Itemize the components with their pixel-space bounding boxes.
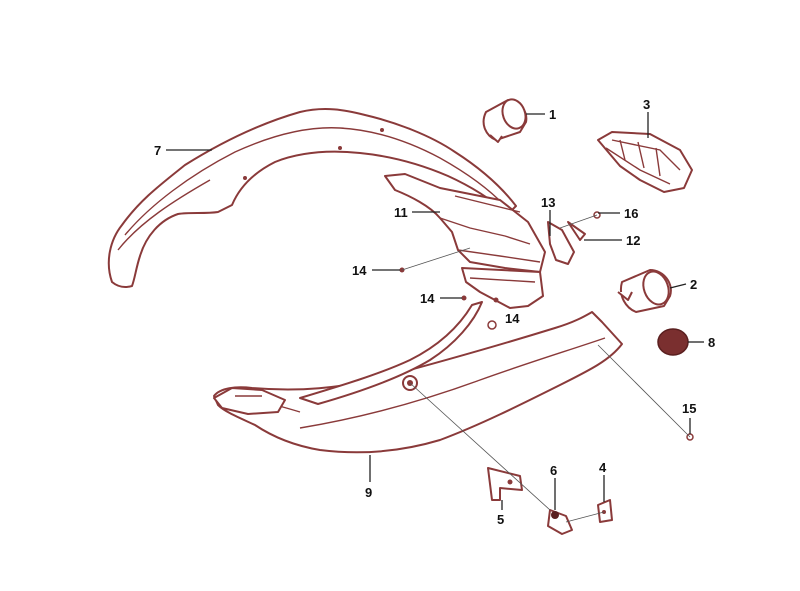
callout-15: 15 bbox=[682, 401, 696, 416]
part-8-round-cap bbox=[657, 328, 689, 356]
callout-14-c: 14 bbox=[505, 311, 520, 326]
callout-3: 3 bbox=[643, 97, 650, 112]
callout-13: 13 bbox=[541, 195, 555, 210]
callout-1: 1 bbox=[549, 107, 556, 122]
callout-14-b: 14 bbox=[420, 291, 435, 306]
seal-strip bbox=[299, 301, 497, 405]
callout-6: 6 bbox=[550, 463, 557, 478]
callout-9: 9 bbox=[365, 485, 372, 500]
part-7-upper-frame bbox=[107, 108, 517, 288]
callout-11: 11 bbox=[394, 205, 408, 220]
part-9-lower-panel bbox=[213, 311, 623, 454]
callout-5: 5 bbox=[497, 512, 504, 527]
callout-14-a: 14 bbox=[352, 263, 367, 278]
part-13-bracket bbox=[547, 221, 575, 265]
part-12-screw bbox=[567, 221, 586, 241]
part-1-cylinder-lamp bbox=[482, 98, 528, 143]
callout-12: 12 bbox=[626, 233, 640, 248]
callout-4: 4 bbox=[599, 460, 607, 475]
part-6-clip bbox=[547, 509, 573, 535]
callout-8: 8 bbox=[708, 335, 715, 350]
part-2-cylinder-lamp bbox=[617, 269, 672, 313]
part-3-tail-lens bbox=[597, 131, 693, 193]
part-5-l-bracket bbox=[487, 467, 523, 501]
part-11-inner-bracket bbox=[384, 173, 546, 273]
lower-bracket bbox=[461, 267, 544, 309]
assembly-lines bbox=[401, 214, 691, 523]
part-4-small-bracket bbox=[597, 499, 613, 523]
callout-16: 16 bbox=[624, 206, 638, 221]
callout-2: 2 bbox=[690, 277, 697, 292]
leader-lines bbox=[166, 112, 704, 510]
callout-7: 7 bbox=[154, 143, 161, 158]
